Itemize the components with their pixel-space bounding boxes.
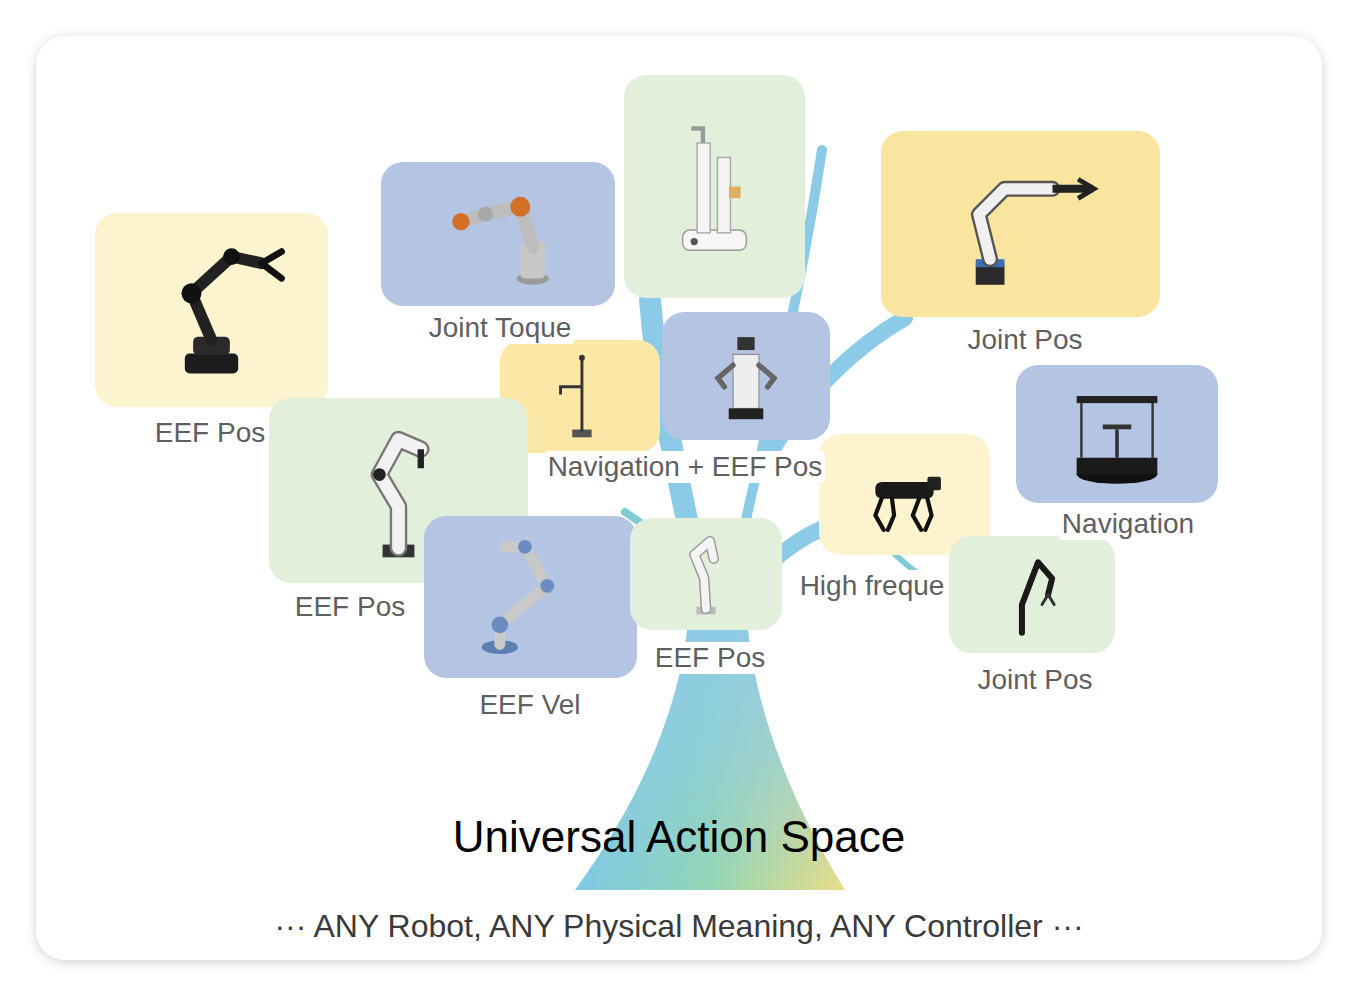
title-holder: Universal Action Space bbox=[0, 812, 1358, 862]
label-holder: EEF Pos bbox=[652, 642, 768, 674]
robot-card bbox=[624, 75, 805, 298]
action-label: EEF Vel bbox=[476, 689, 583, 721]
action-label: EEF Pos bbox=[652, 642, 768, 674]
robot-image bbox=[694, 541, 715, 614]
robot-image bbox=[452, 197, 549, 285]
robot-image bbox=[381, 162, 615, 306]
label-holder: Navigation + EEF Pos bbox=[545, 451, 826, 483]
robot-image bbox=[1016, 365, 1218, 503]
robot-image bbox=[1022, 562, 1054, 632]
action-label: EEF Pos bbox=[292, 591, 408, 623]
label-holder: EEF Pos bbox=[292, 591, 408, 623]
robot-card: Joint Pos bbox=[881, 131, 1160, 317]
robot-image bbox=[561, 355, 592, 438]
robot-card: EEF Vel bbox=[424, 516, 637, 678]
label-holder: EEF Vel bbox=[476, 689, 583, 721]
action-label: Joint Pos bbox=[964, 324, 1085, 356]
robot-card: Joint Toque bbox=[381, 162, 615, 306]
label-holder: EEF Pos bbox=[152, 417, 268, 449]
label-holder: Joint Pos bbox=[964, 324, 1085, 356]
robot-image bbox=[976, 179, 1094, 285]
robot-image bbox=[482, 540, 554, 654]
label-holder: Navigation bbox=[1059, 508, 1197, 540]
diagram-title: Universal Action Space bbox=[453, 812, 905, 862]
action-label: Navigation bbox=[1059, 508, 1197, 540]
label-holder: High freque bbox=[797, 570, 948, 602]
robot-image bbox=[683, 129, 747, 251]
robot-card bbox=[662, 312, 830, 440]
robot-card: Joint Pos bbox=[949, 536, 1115, 653]
label-holder: Joint Pos bbox=[974, 664, 1095, 696]
caption-holder: ··· ANY Robot, ANY Physical Meaning, ANY… bbox=[0, 907, 1358, 945]
robot-card: EEF Pos bbox=[95, 213, 328, 407]
robot-image bbox=[881, 131, 1160, 317]
action-label: Joint Pos bbox=[974, 664, 1095, 696]
robot-image bbox=[373, 440, 421, 558]
robot-image bbox=[949, 536, 1115, 653]
robot-image bbox=[181, 248, 281, 373]
robot-image bbox=[424, 516, 637, 678]
robot-card: EEF Pos bbox=[630, 518, 782, 630]
card-background bbox=[36, 36, 1322, 960]
robot-image bbox=[718, 337, 774, 419]
robot-image bbox=[95, 213, 328, 407]
action-label: EEF Pos bbox=[152, 417, 268, 449]
robot-image bbox=[630, 518, 782, 630]
label-holder: Joint Toque bbox=[426, 312, 575, 344]
action-label: Navigation + EEF Pos bbox=[545, 451, 826, 483]
robot-image bbox=[875, 477, 941, 530]
robot-card: Navigation bbox=[1016, 365, 1218, 503]
action-label: High freque bbox=[797, 570, 948, 602]
robot-image bbox=[1077, 396, 1158, 484]
diagram-caption: ··· ANY Robot, ANY Physical Meaning, ANY… bbox=[274, 907, 1083, 945]
action-label: Joint Toque bbox=[426, 312, 575, 344]
